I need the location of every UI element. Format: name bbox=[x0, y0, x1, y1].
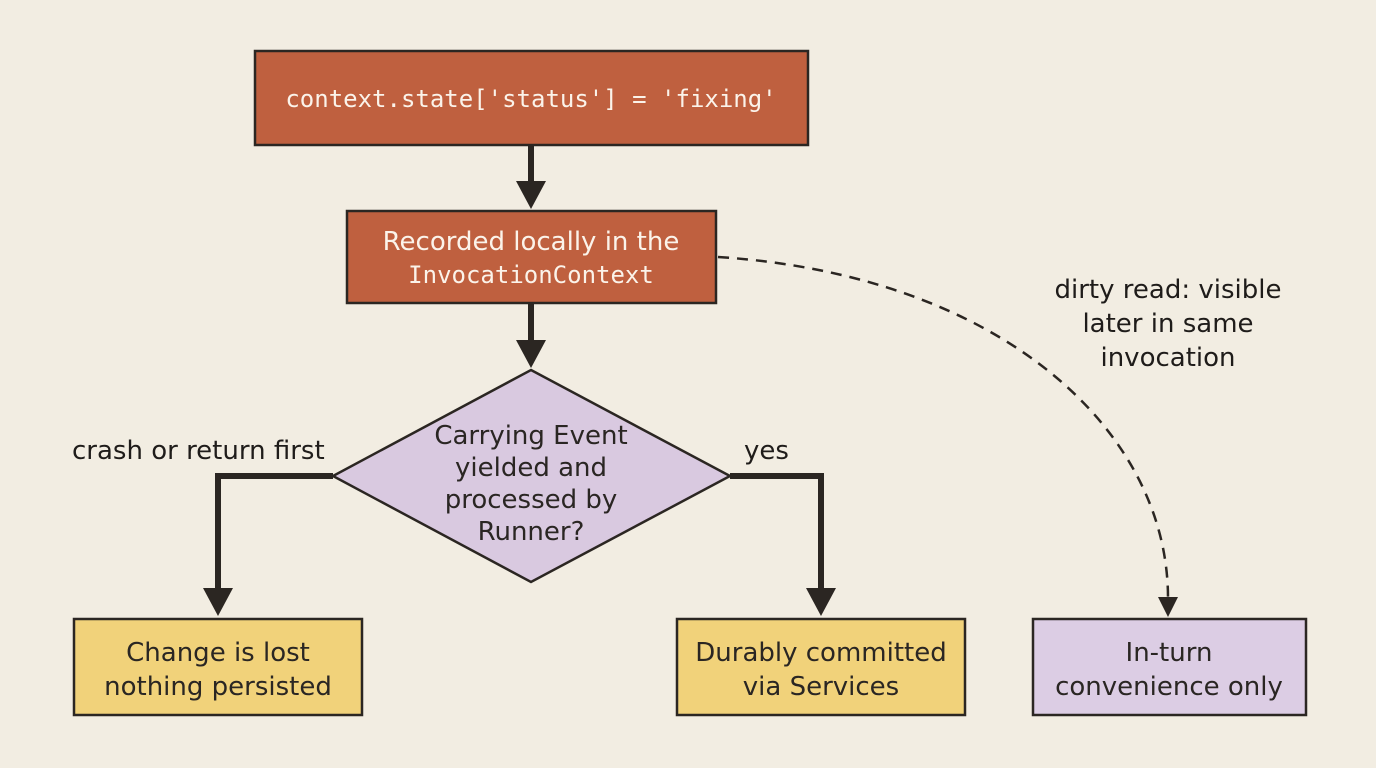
lost-line-1: Change is lost bbox=[126, 638, 310, 668]
edge-label-crash: crash or return first bbox=[72, 436, 325, 466]
node-change-lost: Change is lost nothing persisted bbox=[72, 617, 364, 717]
decision-line-1: Carrying Event bbox=[434, 421, 627, 451]
decision-line-3: processed by bbox=[445, 485, 618, 515]
recorded-line: Recorded locally in the bbox=[383, 227, 680, 257]
dirty-read-label-2: later in same bbox=[1082, 309, 1253, 339]
node-recorded-locally: Recorded locally in the InvocationContex… bbox=[345, 209, 718, 305]
dashed-arrow-dirty-read bbox=[717, 255, 1178, 617]
dirty-read-label-1: dirty read: visible bbox=[1055, 275, 1282, 305]
assign-code: context.state['status'] = 'fixing' bbox=[285, 85, 776, 113]
decision-line-2: yielded and bbox=[455, 453, 607, 483]
decision-line-4: Runner? bbox=[478, 517, 585, 547]
arrow-decision-to-lost bbox=[203, 473, 333, 616]
node-durably-committed: Durably committed via Services bbox=[675, 617, 967, 717]
lost-line-2: nothing persisted bbox=[104, 672, 332, 702]
inturn-line-2: convenience only bbox=[1055, 672, 1283, 702]
arrow-assign-to-recorded bbox=[516, 145, 546, 209]
recorded-code: InvocationContext bbox=[408, 261, 654, 289]
arrow-decision-to-committed bbox=[730, 473, 836, 616]
node-decision: Carrying Event yielded and processed by … bbox=[330, 368, 733, 584]
dirty-read-label-3: invocation bbox=[1100, 343, 1235, 373]
committed-line-1: Durably committed bbox=[695, 638, 946, 668]
node-in-turn: In-turn convenience only bbox=[1031, 617, 1308, 717]
committed-line-2: via Services bbox=[743, 672, 899, 702]
node-assign-state: context.state['status'] = 'fixing' bbox=[253, 49, 810, 147]
inturn-line-1: In-turn bbox=[1126, 638, 1213, 668]
edge-label-yes: yes bbox=[744, 436, 789, 466]
arrow-recorded-to-decision bbox=[516, 303, 546, 368]
